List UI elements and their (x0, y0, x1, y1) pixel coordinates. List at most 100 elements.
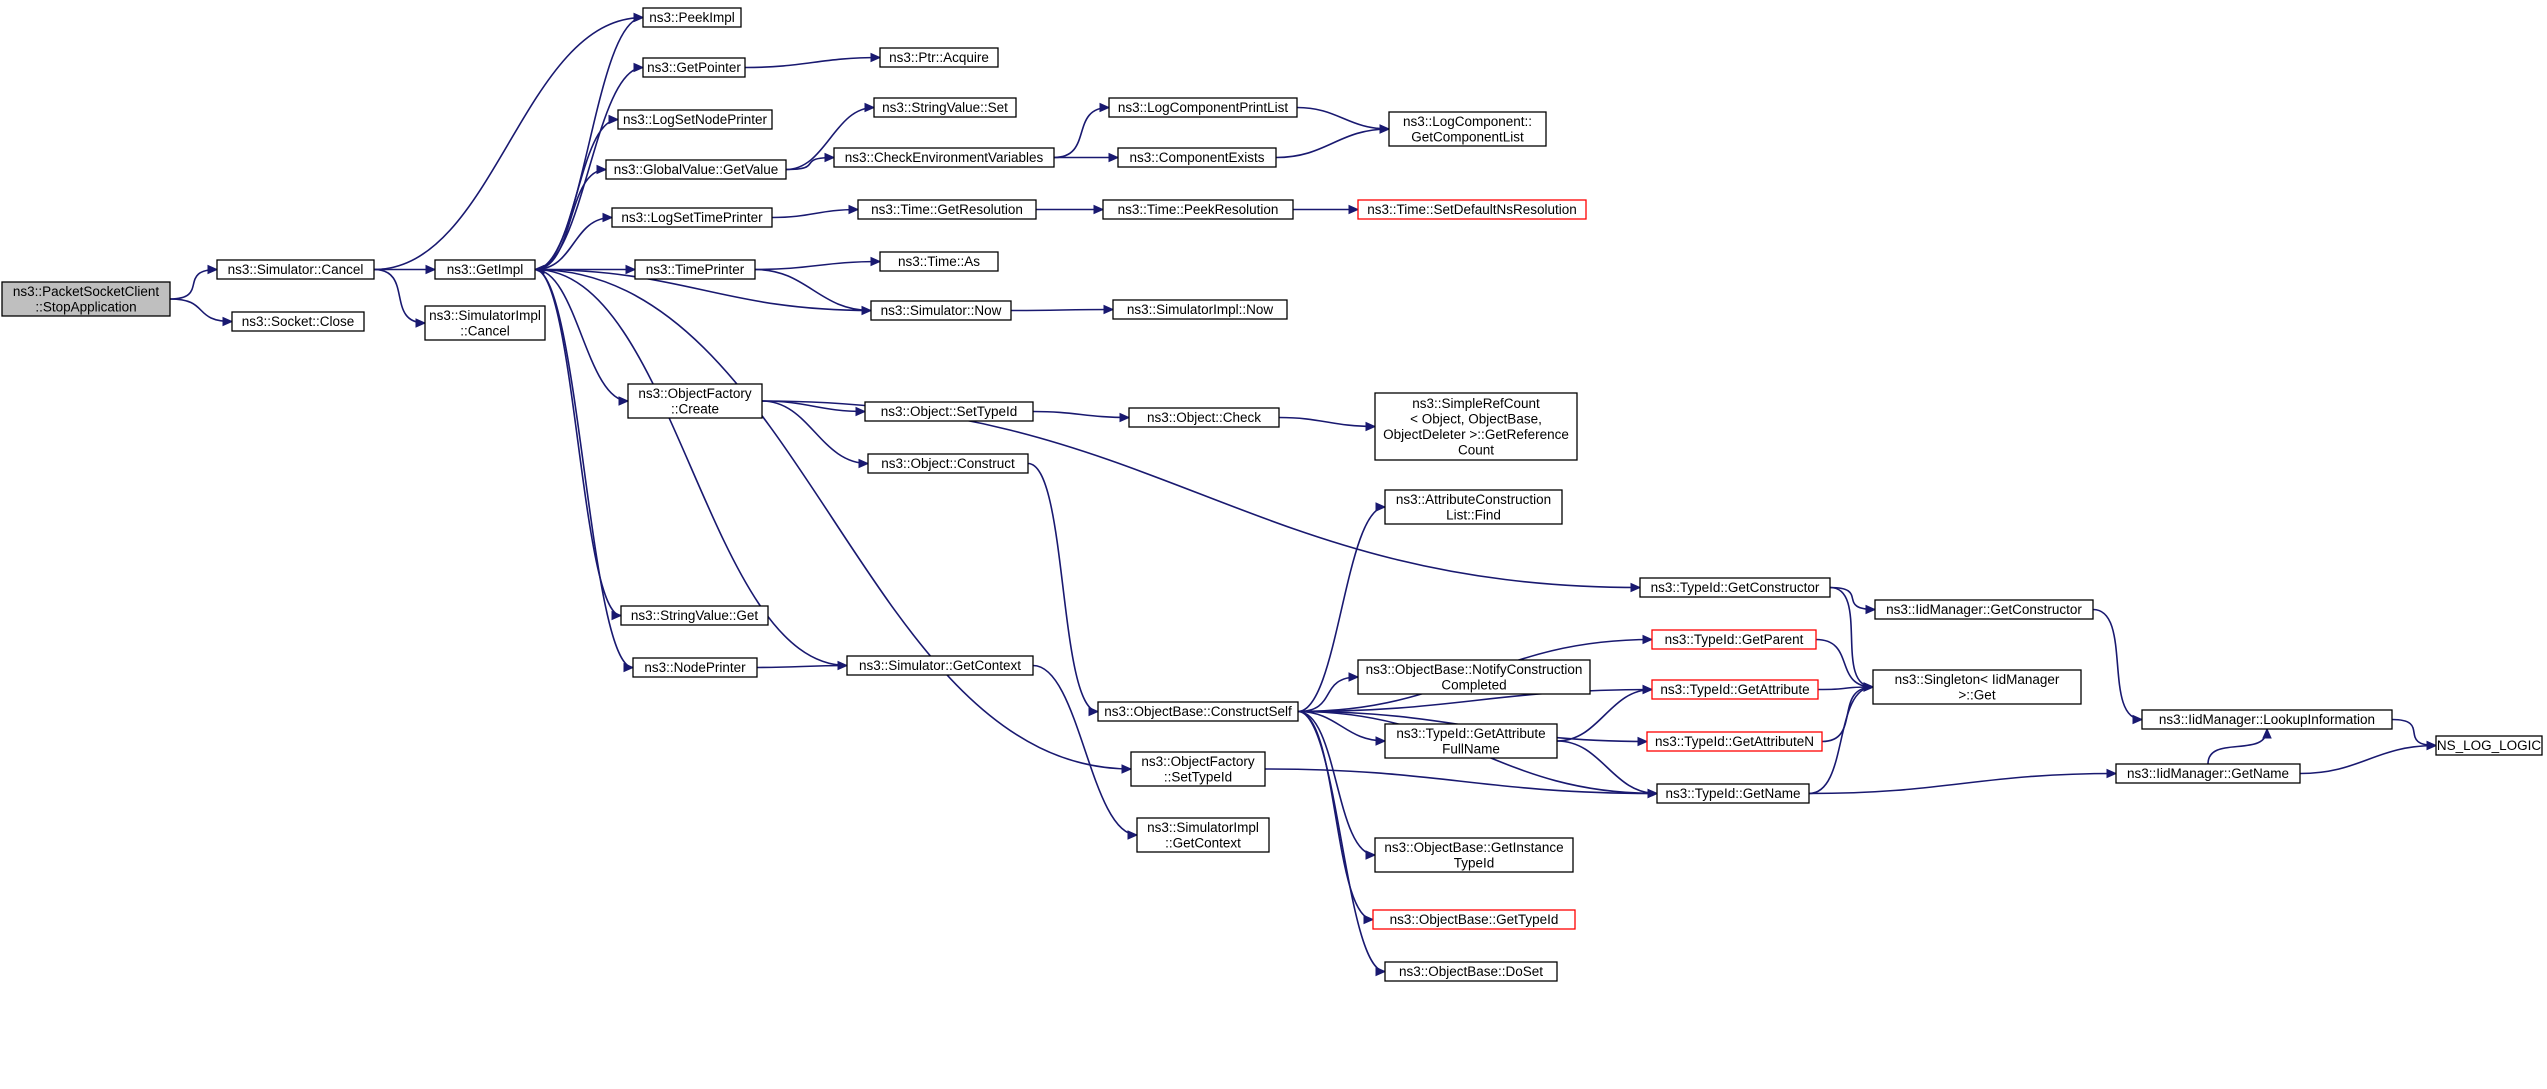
node-objbasedoset[interactable]: ns3::ObjectBase::DoSet (1384, 961, 1558, 982)
node-box[interactable] (1374, 837, 1574, 873)
node-box[interactable] (1872, 669, 2082, 705)
node-simcancel[interactable]: ns3::Simulator::Cancel (216, 259, 375, 280)
node-typeidgetattrn[interactable]: ns3::TypeId::GetAttributeN (1646, 731, 1823, 752)
node-box[interactable] (216, 259, 375, 280)
node-box[interactable] (632, 657, 758, 678)
node-compexists[interactable]: ns3::ComponentExists (1117, 147, 1277, 168)
node-box[interactable] (1651, 679, 1819, 700)
node-box[interactable] (605, 159, 787, 180)
node-box[interactable] (873, 97, 1017, 118)
node-box[interactable] (1374, 392, 1578, 461)
node-box[interactable] (857, 199, 1037, 220)
node-box[interactable] (642, 57, 746, 78)
node-objconstruct[interactable]: ns3::Object::Construct (867, 453, 1029, 474)
node-box[interactable] (1097, 701, 1299, 722)
node-objbasenotify[interactable]: ns3::ObjectBase::NotifyConstructionCompl… (1357, 659, 1591, 695)
node-stopapp[interactable]: ns3::PacketSocketClient::StopApplication (1, 281, 171, 317)
node-timeas[interactable]: ns3::Time::As (879, 251, 999, 272)
node-box[interactable] (1384, 961, 1558, 982)
node-typeidgetctor[interactable]: ns3::TypeId::GetConstructor (1639, 577, 1831, 598)
node-typeidgetattr[interactable]: ns3::TypeId::GetAttribute (1651, 679, 1819, 700)
node-strget[interactable]: ns3::StringValue::Get (620, 605, 769, 626)
node-objbaseconstructself[interactable]: ns3::ObjectBase::ConstructSelf (1097, 701, 1299, 722)
node-simimplcancel[interactable]: ns3::SimulatorImpl::Cancel (424, 305, 546, 341)
node-box[interactable] (620, 605, 769, 626)
node-box[interactable] (1874, 599, 2094, 620)
node-box[interactable] (1639, 577, 1831, 598)
node-box[interactable] (833, 147, 1055, 168)
node-iidgetname[interactable]: ns3::IidManager::GetName (2115, 763, 2301, 784)
node-strset[interactable]: ns3::StringValue::Set (873, 97, 1017, 118)
node-nslog[interactable]: NS_LOG_LOGIC (2435, 735, 2543, 756)
node-objbasegettypeid[interactable]: ns3::ObjectBase::GetTypeId (1372, 909, 1576, 930)
node-box[interactable] (1117, 147, 1277, 168)
node-box[interactable] (1, 281, 171, 317)
node-typeidgetname[interactable]: ns3::TypeId::GetName (1656, 783, 1810, 804)
node-simimplnow[interactable]: ns3::SimulatorImpl::Now (1112, 299, 1288, 320)
node-getpointer[interactable]: ns3::GetPointer (642, 57, 746, 78)
node-logcompget[interactable]: ns3::LogComponent::GetComponentList (1388, 111, 1547, 147)
node-logcompprint[interactable]: ns3::LogComponentPrintList (1108, 97, 1298, 118)
node-simplerefcount[interactable]: ns3::SimpleRefCount< Object, ObjectBase,… (1374, 392, 1578, 461)
node-objcheck[interactable]: ns3::Object::Check (1128, 407, 1280, 428)
node-box[interactable] (1357, 199, 1587, 220)
node-logsettime[interactable]: ns3::LogSetTimePrinter (611, 207, 773, 228)
node-iidgetctor[interactable]: ns3::IidManager::GetConstructor (1874, 599, 2094, 620)
node-box[interactable] (642, 7, 742, 28)
node-box[interactable] (2115, 763, 2301, 784)
node-ptracquire[interactable]: ns3::Ptr::Acquire (879, 47, 999, 68)
node-sockclose[interactable]: ns3::Socket::Close (231, 311, 365, 332)
node-box[interactable] (424, 305, 546, 341)
node-box[interactable] (634, 259, 756, 280)
node-box[interactable] (1128, 407, 1280, 428)
node-box[interactable] (846, 655, 1034, 676)
node-timesetdef[interactable]: ns3::Time::SetDefaultNsResolution (1357, 199, 1587, 220)
node-box[interactable] (617, 109, 773, 130)
node-box[interactable] (1384, 489, 1563, 525)
node-iidlookup[interactable]: ns3::IidManager::LookupInformation (2141, 709, 2393, 730)
node-box[interactable] (611, 207, 773, 228)
node-box[interactable] (1388, 111, 1547, 147)
node-getimpl[interactable]: ns3::GetImpl (434, 259, 536, 280)
node-logsetnode[interactable]: ns3::LogSetNodePrinter (617, 109, 773, 130)
node-simimplgetctx[interactable]: ns3::SimulatorImpl::GetContext (1136, 817, 1270, 853)
node-globalget[interactable]: ns3::GlobalValue::GetValue (605, 159, 787, 180)
node-box[interactable] (1102, 199, 1294, 220)
node-box[interactable] (870, 300, 1012, 321)
node-simnow[interactable]: ns3::Simulator::Now (870, 300, 1012, 321)
node-simgetctx[interactable]: ns3::Simulator::GetContext (846, 655, 1034, 676)
node-box[interactable] (1651, 629, 1817, 650)
node-timeprinter[interactable]: ns3::TimePrinter (634, 259, 756, 280)
node-box[interactable] (1384, 723, 1558, 759)
node-typeidgetparent[interactable]: ns3::TypeId::GetParent (1651, 629, 1817, 650)
node-box[interactable] (2141, 709, 2393, 730)
node-box[interactable] (879, 47, 999, 68)
node-box[interactable] (1656, 783, 1810, 804)
node-objfactsettypeid[interactable]: ns3::ObjectFactory::SetTypeId (1130, 751, 1266, 787)
node-box[interactable] (1357, 659, 1591, 695)
node-box[interactable] (1112, 299, 1288, 320)
node-box[interactable] (231, 311, 365, 332)
node-objfactcreate[interactable]: ns3::ObjectFactory::Create (627, 383, 763, 419)
node-box[interactable] (879, 251, 999, 272)
node-timepeekres[interactable]: ns3::Time::PeekResolution (1102, 199, 1294, 220)
node-box[interactable] (434, 259, 536, 280)
node-box[interactable] (2435, 735, 2543, 756)
node-singletonget[interactable]: ns3::Singleton< IidManager >::Get (1872, 669, 2082, 705)
node-box[interactable] (627, 383, 763, 419)
node-objsettypeid[interactable]: ns3::Object::SetTypeId (864, 401, 1034, 422)
node-peekimpl[interactable]: ns3::PeekImpl (642, 7, 742, 28)
node-box[interactable] (1646, 731, 1823, 752)
node-timegetres[interactable]: ns3::Time::GetResolution (857, 199, 1037, 220)
node-nodeprinter[interactable]: ns3::NodePrinter (632, 657, 758, 678)
node-checkenv[interactable]: ns3::CheckEnvironmentVariables (833, 147, 1055, 168)
node-box[interactable] (1108, 97, 1298, 118)
node-box[interactable] (864, 401, 1034, 422)
node-box[interactable] (1130, 751, 1266, 787)
node-box[interactable] (867, 453, 1029, 474)
node-box[interactable] (1372, 909, 1576, 930)
node-box[interactable] (1136, 817, 1270, 853)
